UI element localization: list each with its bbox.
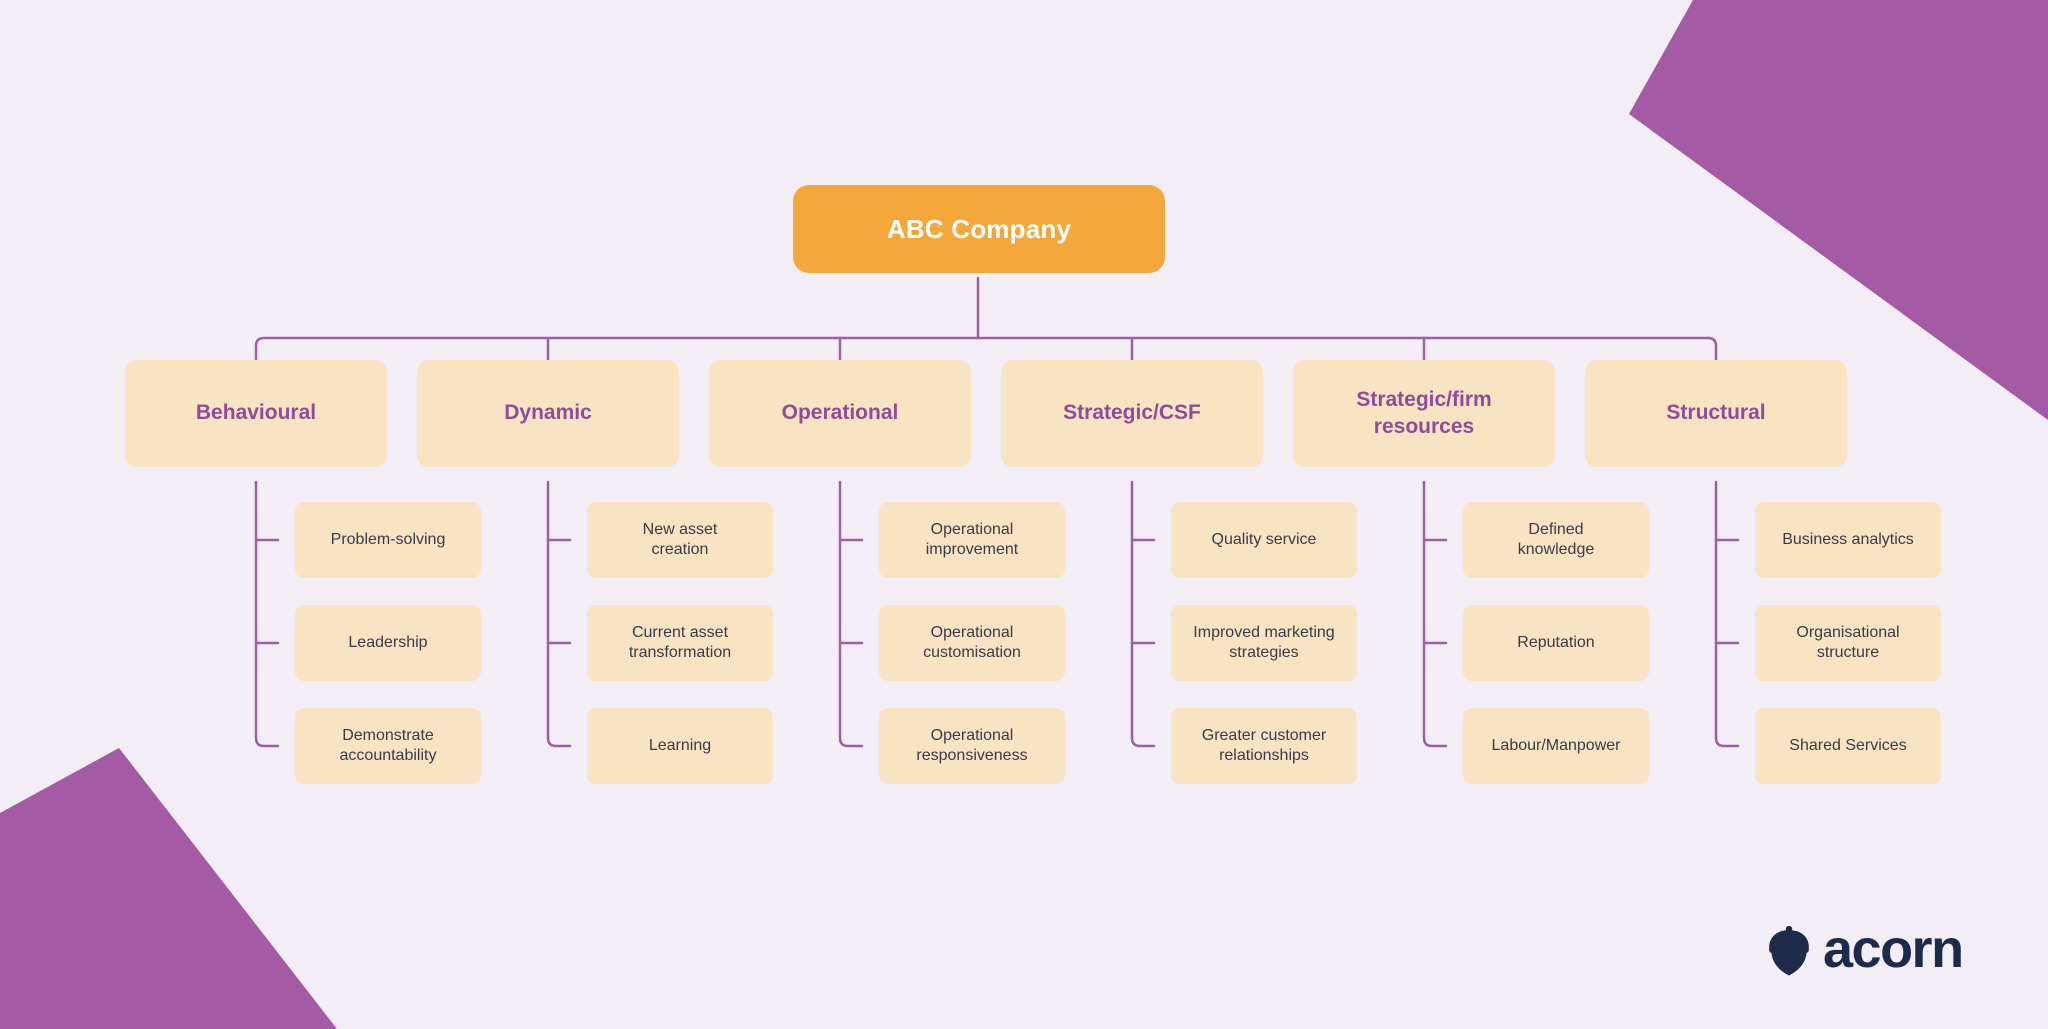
child-node: New asset creation — [587, 502, 773, 578]
child-label: Improved marketing strategies — [1193, 624, 1335, 661]
branch-connector-1 — [254, 480, 280, 748]
child-node: Operational improvement — [879, 502, 1065, 578]
child-node: Quality service — [1171, 502, 1357, 578]
branch-strategic-firm-resources: Strategic/firm resources Defined knowled… — [1293, 360, 1649, 800]
child-label: Quality service — [1211, 531, 1317, 548]
child-label: Leadership — [348, 634, 428, 651]
top-rail-line — [254, 336, 1718, 362]
child-node: Reputation — [1463, 605, 1649, 681]
child-node: Operational customisation — [879, 605, 1065, 681]
child-node: Organisational structure — [1755, 605, 1941, 681]
child-node: Demonstrate accountability — [295, 708, 481, 784]
logo-text: acorn — [1823, 919, 1964, 979]
child-label: Greater customer relationships — [1201, 727, 1327, 764]
root-node-label: ABC Company — [886, 213, 1072, 244]
child-node: Learning — [587, 708, 773, 784]
category-label: Dynamic — [504, 401, 592, 425]
child-label: Operational improvement — [925, 521, 1019, 558]
child-node: Business analytics — [1755, 502, 1941, 578]
category-label: Strategic/CSF — [1063, 401, 1201, 425]
child-node: Problem-solving — [295, 502, 481, 578]
category-node: Structural — [1585, 360, 1847, 467]
branch-strategic-csf: Strategic/CSF Quality service Improved m… — [1001, 360, 1357, 800]
category-node: Strategic/CSF — [1001, 360, 1263, 467]
category-label: Behavioural — [195, 401, 317, 425]
child-label: Demonstrate accountability — [339, 727, 437, 764]
child-node: Labour/Manpower — [1463, 708, 1649, 784]
category-node: Strategic/firm resources — [1293, 360, 1555, 467]
child-label: Shared Services — [1789, 737, 1907, 754]
child-node: Greater customer relationships — [1171, 708, 1357, 784]
child-label: Organisational structure — [1796, 624, 1900, 661]
branch-connector-3 — [838, 480, 864, 748]
category-label: Strategic/firm resources — [1356, 388, 1492, 438]
branch-connector-5 — [1422, 480, 1448, 748]
child-node: Current asset transformation — [587, 605, 773, 681]
child-label: Learning — [648, 737, 712, 754]
category-label: Operational — [781, 401, 899, 425]
branch-behavioural: Behavioural Problem-solving Leadership D… — [125, 360, 481, 800]
branch-connector-4 — [1130, 480, 1156, 748]
child-node: Leadership — [295, 605, 481, 681]
root-node: ABC Company — [793, 185, 1165, 273]
category-node: Behavioural — [125, 360, 387, 467]
branch-connector-2 — [546, 480, 572, 748]
branch-structural: Structural Business analytics Organisati… — [1585, 360, 1941, 800]
child-label: Operational customisation — [923, 624, 1021, 661]
category-node: Operational — [709, 360, 971, 467]
child-label: Labour/Manpower — [1491, 737, 1621, 754]
branch-connector-6 — [1714, 480, 1740, 748]
child-node: Shared Services — [1755, 708, 1941, 784]
child-label: New asset creation — [642, 521, 718, 558]
branch-operational: Operational Operational improvement Oper… — [709, 360, 1065, 800]
child-node: Operational responsiveness — [879, 708, 1065, 784]
category-node: Dynamic — [417, 360, 679, 467]
child-node: Improved marketing strategies — [1171, 605, 1357, 681]
branch-dynamic: Dynamic New asset creation Current asset… — [417, 360, 773, 800]
child-node: Defined knowledge — [1463, 502, 1649, 578]
child-label: Operational responsiveness — [916, 727, 1028, 764]
rail-drop-lines — [546, 336, 1426, 362]
child-label: Business analytics — [1782, 531, 1914, 548]
acorn-icon — [1769, 926, 1809, 976]
child-label: Reputation — [1517, 634, 1595, 651]
category-label: Structural — [1666, 401, 1766, 425]
acorn-logo: acorn — [1766, 916, 1964, 982]
child-label: Defined knowledge — [1517, 521, 1595, 558]
child-label: Problem-solving — [330, 531, 446, 548]
child-label: Current asset transformation — [628, 624, 732, 661]
